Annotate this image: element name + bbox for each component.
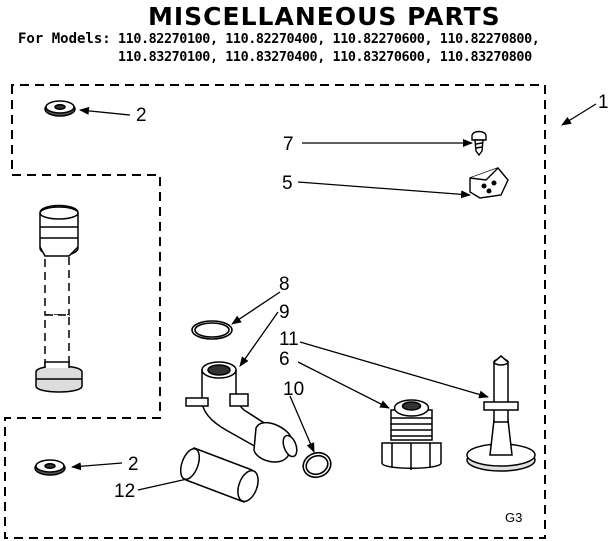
washer-bottom bbox=[34, 459, 66, 476]
kit-boundary bbox=[4, 84, 546, 539]
callout-screw: 7 bbox=[283, 134, 294, 155]
callout-plug: 6 bbox=[279, 349, 290, 370]
model-numbers-row-2: 110.83270100, 110.83270400, 110.83270600… bbox=[118, 50, 532, 65]
clip bbox=[469, 167, 509, 199]
figure-code: G3 bbox=[505, 510, 522, 525]
leader-lines bbox=[71, 103, 597, 491]
callout-washer-bottom: 2 bbox=[128, 454, 139, 475]
callout-kit: 1 bbox=[598, 92, 608, 113]
straight-hose bbox=[179, 446, 259, 504]
ring-small bbox=[191, 320, 233, 340]
washer-top bbox=[44, 100, 76, 117]
support bbox=[466, 355, 536, 472]
screw bbox=[471, 130, 487, 157]
callout-ring-large: 10 bbox=[283, 379, 304, 400]
callout-hose: 12 bbox=[114, 481, 135, 502]
models-label: For Models: bbox=[18, 31, 111, 47]
ring-large bbox=[302, 451, 332, 479]
callout-support: 11 bbox=[279, 329, 299, 350]
inlet-hose-assembly bbox=[35, 204, 83, 393]
callout-ring-small: 8 bbox=[279, 274, 290, 295]
plug bbox=[381, 399, 442, 470]
callout-clip: 5 bbox=[282, 173, 293, 194]
callout-washer-top: 2 bbox=[136, 105, 147, 126]
callout-elbow: 9 bbox=[279, 302, 290, 323]
diagram-title: MISCELLANEOUS PARTS bbox=[148, 2, 501, 31]
model-numbers-row-1: 110.82270100, 110.82270400, 110.82270600… bbox=[118, 32, 540, 47]
elbow bbox=[185, 361, 298, 463]
